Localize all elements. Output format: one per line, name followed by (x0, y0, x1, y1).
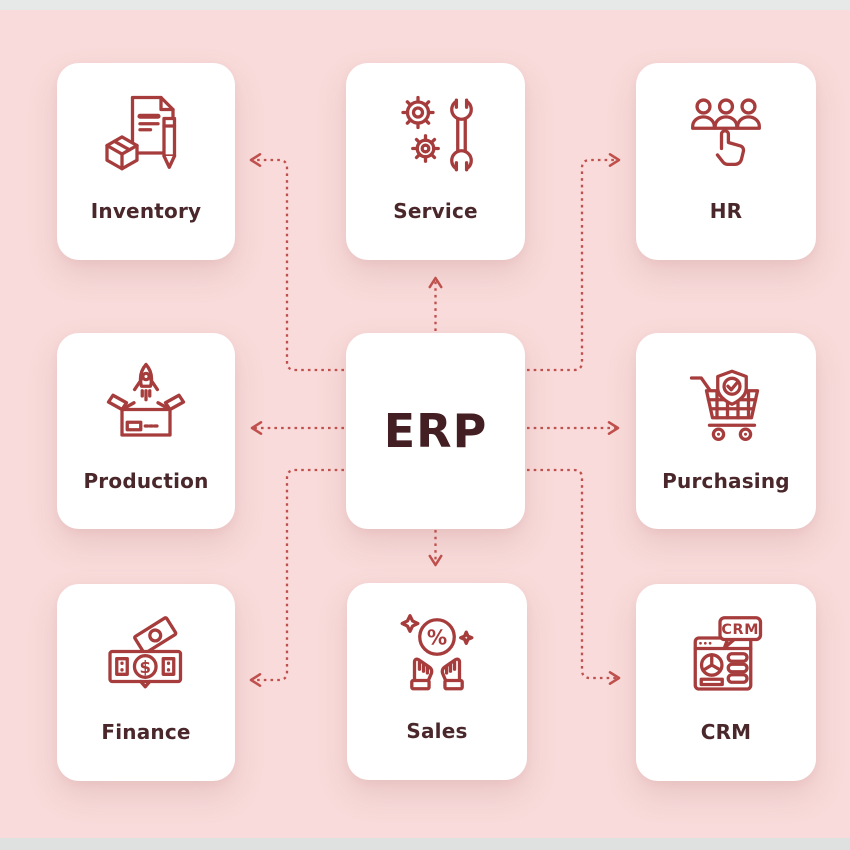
percent-glyph: % (427, 626, 447, 650)
hands-percent-icon: % (389, 605, 485, 705)
connector-erp-to-crm (527, 468, 621, 685)
module-card-service: Service (346, 63, 525, 260)
module-label: HR (709, 199, 743, 223)
erp-title: ERP (383, 404, 488, 458)
module-label: Inventory (90, 199, 202, 223)
team-pointer-icon (678, 85, 774, 185)
connector-erp-to-inventory (249, 153, 344, 372)
connector-erp-to-hr (527, 153, 621, 372)
module-label: Purchasing (662, 469, 790, 493)
crm-badge-glyph: CRM (721, 622, 759, 638)
bottom-frame-strip (0, 838, 850, 850)
module-card-crm: CRM CRM (636, 584, 816, 781)
gears-wrench-icon (388, 85, 484, 185)
module-card-production: Production (57, 333, 235, 529)
module-card-finance: $ Finance (57, 584, 235, 781)
inventory-document-box-icon (98, 85, 194, 185)
erp-center-card: ERP (346, 333, 525, 529)
module-label: CRM (700, 720, 752, 744)
connector-erp-to-finance (249, 468, 344, 687)
module-card-inventory: Inventory (57, 63, 235, 260)
top-frame-strip (0, 0, 850, 10)
banknotes-dollar-icon: $ (98, 606, 194, 706)
rocket-box-icon (98, 355, 194, 455)
dollar-glyph: $ (140, 658, 151, 677)
module-label: Finance (101, 720, 191, 744)
module-label: Sales (406, 719, 468, 743)
module-card-purchasing: Purchasing (636, 333, 816, 529)
cart-shield-check-icon (678, 355, 774, 455)
crm-browser-bubble-icon: CRM (678, 606, 774, 706)
module-card-sales: % Sales (347, 583, 527, 780)
module-label: Production (83, 469, 209, 493)
module-card-hr: HR (636, 63, 816, 260)
module-label: Service (393, 199, 478, 223)
